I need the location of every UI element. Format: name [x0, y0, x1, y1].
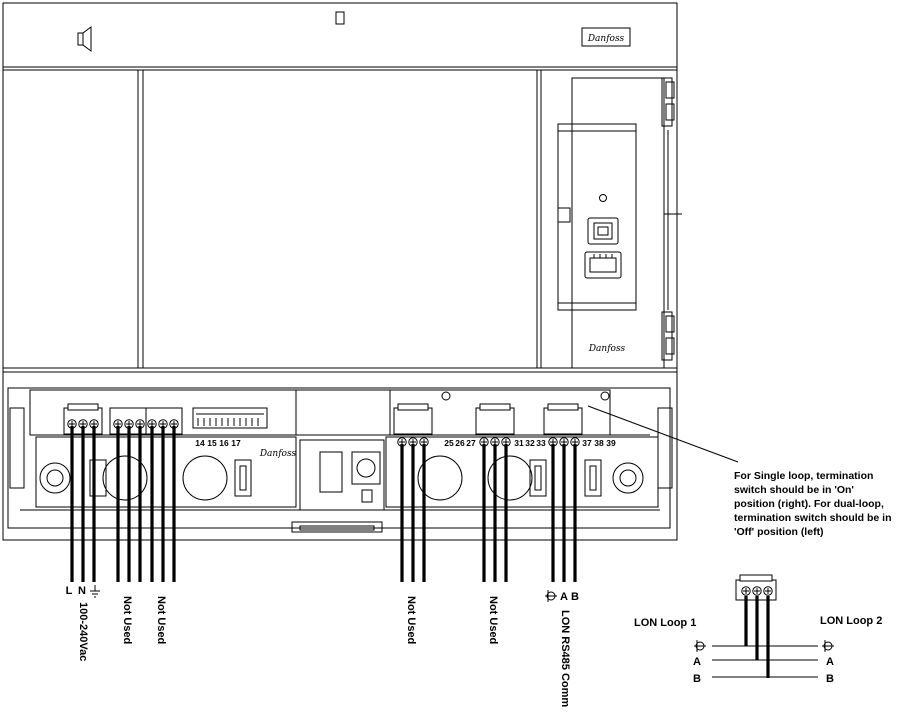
- svg-text:For Single loop, termination: For Single loop, termination: [734, 470, 873, 482]
- label-L: L: [66, 585, 73, 597]
- controller-housing: [2, 2, 682, 541]
- svg-text:17: 17: [231, 438, 241, 448]
- termination-note: For Single loop, termination switch shou…: [734, 470, 892, 538]
- speaker-icon: [77, 26, 92, 52]
- brand-logo: Danfoss: [581, 27, 631, 47]
- svg-text:termination switch should be i: termination switch should be in: [734, 512, 892, 524]
- lon-b-right: B: [826, 673, 834, 685]
- usb-port-icon: [587, 217, 619, 245]
- label-A: A: [560, 591, 568, 603]
- svg-text:32: 32: [525, 438, 535, 448]
- svg-text:26: 26: [455, 438, 465, 448]
- annotation-leader: [587, 405, 739, 463]
- base-brand-text: Danfoss: [259, 449, 297, 459]
- connector-not-used-3: [393, 403, 433, 447]
- label-lon-comm: LON RS485 Comm: [559, 610, 571, 707]
- led-indicator: [599, 194, 607, 202]
- terminal-numbers-right: 25 26 27 31 32 33 37 38 39: [444, 438, 616, 448]
- connector-not-used-4: [475, 403, 515, 447]
- lon-a-right: A: [826, 656, 834, 668]
- wires: [70, 426, 577, 582]
- connector-lon: [543, 403, 583, 447]
- shield-icon-left: [694, 640, 706, 652]
- module-brand-text: Danfoss: [588, 344, 626, 354]
- header-block-14-17: [192, 407, 268, 429]
- lon-loop-2-label: LON Loop 2: [820, 615, 882, 627]
- terminal-numbers-left: 14 15 16 17: [195, 438, 241, 448]
- svg-text:15: 15: [207, 438, 217, 448]
- svg-text:39: 39: [606, 438, 616, 448]
- shield-icon: [545, 590, 557, 602]
- svg-text:'Off' position (left): 'Off' position (left): [734, 526, 824, 538]
- svg-text:position (right). For dual-loo: position (right). For dual-loop,: [734, 498, 884, 510]
- label-N: N: [78, 585, 86, 597]
- svg-text:16: 16: [219, 438, 229, 448]
- label-B: B: [571, 591, 579, 603]
- lon-loop-1-label: LON Loop 1: [634, 617, 696, 629]
- svg-text:31: 31: [514, 438, 524, 448]
- svg-text:switch should be in 'On': switch should be in 'On': [734, 484, 854, 496]
- connector-not-used-6pin: [109, 407, 183, 435]
- label-not-used-3: Not Used: [405, 596, 417, 644]
- label-not-used-1: Not Used: [121, 596, 133, 644]
- svg-text:38: 38: [594, 438, 604, 448]
- label-power: 100-240Vac: [77, 602, 89, 661]
- shield-icon-right: [822, 640, 834, 652]
- svg-text:14: 14: [195, 438, 205, 448]
- brand-logo-text: Danfoss: [587, 34, 625, 44]
- label-not-used-4: Not Used: [487, 596, 499, 644]
- svg-text:33: 33: [536, 438, 546, 448]
- lon-loop-detail: [694, 574, 834, 678]
- lon-b-left: B: [693, 673, 701, 685]
- terminal-area: [7, 387, 673, 533]
- lon-a-left: A: [693, 656, 701, 668]
- ethernet-port-icon: [584, 251, 622, 279]
- svg-text:37: 37: [582, 438, 592, 448]
- svg-text:25: 25: [444, 438, 454, 448]
- svg-text:27: 27: [466, 438, 476, 448]
- ground-icon: [90, 585, 100, 598]
- label-not-used-2: Not Used: [155, 596, 167, 644]
